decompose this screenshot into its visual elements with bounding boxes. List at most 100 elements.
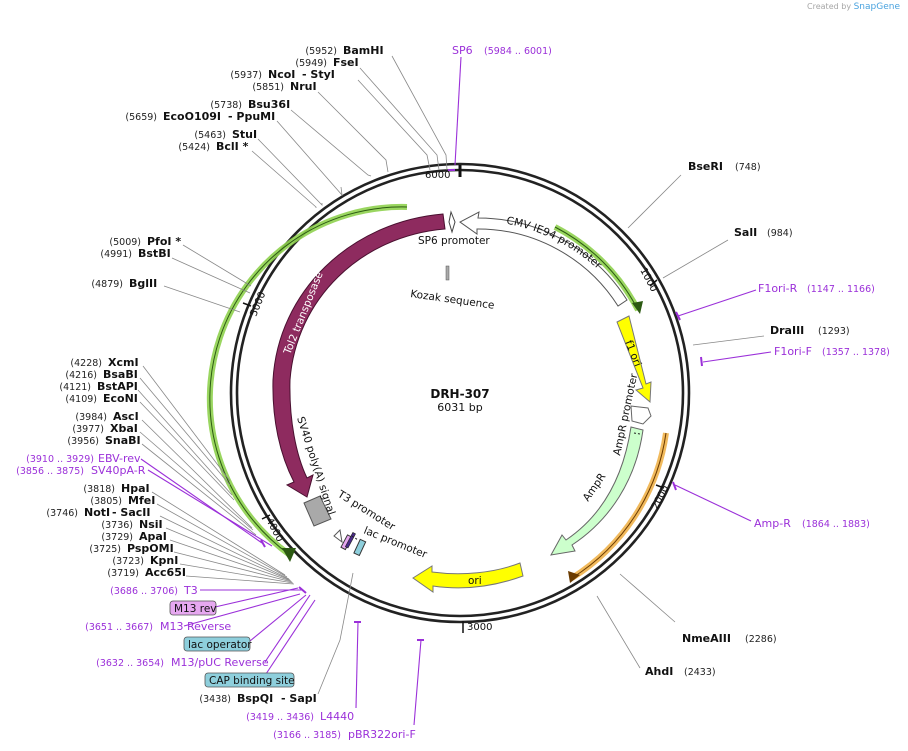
enzyme-pos: (4879) — [91, 279, 123, 290]
enzyme-leaders-left — [137, 244, 354, 695]
f1-ori-label: f1 ori — [622, 339, 643, 369]
enzyme-name: BsaBI — [103, 368, 138, 381]
enzyme-name: NotI — [84, 506, 110, 519]
enzyme-pos: (3984) — [75, 412, 107, 423]
enzyme-pos: (984) — [767, 228, 793, 239]
enzyme-pos: (4991) — [100, 249, 132, 260]
boxed-tags: M13 rev lac operator CAP binding site — [169, 600, 295, 688]
tol2-label: Tol2 transposase — [281, 270, 325, 357]
enzyme-pos: (2286) — [745, 634, 777, 645]
primer-name: F1ori-R — [758, 282, 798, 295]
enzyme-pos: (3736) — [101, 520, 133, 531]
enzyme-pos: (5937) — [230, 70, 262, 81]
primer-name: EBV-rev — [98, 452, 141, 465]
enzyme-pos: (5463) — [194, 130, 226, 141]
enzyme-name: BseRI — [688, 160, 723, 173]
enzyme-name: BamHI — [343, 44, 384, 57]
sv40-box — [303, 495, 332, 527]
primer-name: SV40pA-R — [91, 464, 146, 477]
enzyme-name-extra: - SacII — [112, 506, 150, 519]
enzyme-name: BclI * — [216, 140, 249, 153]
tick-3000: 3000 — [467, 622, 492, 633]
enzyme-leaders-right — [596, 174, 765, 669]
primer-name: M13 Reverse — [160, 620, 231, 633]
cap-site-tag: CAP binding site — [209, 675, 295, 687]
primer-range: (3419 .. 3436) — [246, 712, 314, 723]
enzyme-pos: (3977) — [72, 424, 104, 435]
enzyme-name: PspOMI — [127, 542, 174, 555]
enzyme-pos: (4109) — [65, 394, 97, 405]
primer-range: (3166 .. 3185) — [273, 730, 341, 741]
cmv-promoter-arrow — [459, 211, 628, 307]
enzyme-pos: (3805) — [90, 496, 122, 507]
orange-arc-line — [571, 432, 667, 579]
enzyme-name: DraIII — [770, 324, 804, 337]
enzyme-name: XcmI — [108, 356, 139, 369]
enzyme-name: NruI — [290, 80, 317, 93]
enzyme-name: HpaI — [121, 482, 150, 495]
enzyme-pos: (3956) — [67, 436, 99, 447]
kozak-label: Kozak sequence — [410, 288, 496, 312]
enzyme-name: ApaI — [139, 530, 167, 543]
enzyme-pos: (3719) — [107, 568, 139, 579]
enzyme-name: AhdI — [645, 665, 673, 678]
primer-range: (1147 .. 1166) — [807, 284, 875, 295]
primer-name: L4440 — [320, 710, 354, 723]
lac-operator-tag-box — [183, 636, 251, 652]
primer-name: F1ori-F — [774, 345, 812, 358]
enzyme-pos: (748) — [735, 162, 761, 173]
m13-rev-tag: M13 rev — [174, 603, 217, 615]
primer-range: (3910 .. 3929) — [26, 454, 94, 465]
enzyme-name: XbaI — [110, 422, 138, 435]
primer-range: (3632 .. 3654) — [96, 658, 164, 669]
enzyme-pos: (3729) — [101, 532, 133, 543]
enzyme-name: BspQI — [237, 692, 273, 705]
enzyme-name: BstBI — [138, 247, 171, 260]
enzyme-name: Bsu36I — [248, 98, 290, 111]
f1-ori-arrow — [616, 315, 652, 404]
enzyme-name: SalI — [734, 226, 757, 239]
enzyme-pos: (3818) — [83, 484, 115, 495]
enzyme-name: AscI — [113, 410, 139, 423]
lac-operator-box — [353, 538, 367, 557]
primer-name: pBR322ori-F — [348, 728, 416, 741]
enzyme-name: Acc65I — [145, 566, 186, 579]
plasmid-length: 6031 bp — [437, 401, 482, 414]
enzyme-name: NcoI — [268, 68, 295, 81]
enzyme-pos: (5952) — [305, 46, 337, 57]
enzyme-pos: (5424) — [178, 142, 210, 153]
enzyme-labels-right: BseRI (748) SalI (984) DraIII (1293) Nme… — [645, 160, 850, 678]
enzyme-name-extra: - SapI — [281, 692, 317, 705]
lac-dash — [351, 535, 359, 541]
credit-prefix: Created by — [807, 2, 852, 11]
enzyme-name: PfoI * — [147, 235, 181, 248]
enzyme-pos: (3746) — [46, 508, 78, 519]
primer-labels: SP6 (5984 .. 6001) F1ori-R (1147 .. 1166… — [16, 44, 890, 741]
tick-1000: 1000 — [637, 266, 659, 294]
enzyme-labels-top: (5952) BamHI (5949) FseI (5937) NcoI - S… — [125, 44, 383, 153]
enzyme-name: KpnI — [150, 554, 178, 567]
ampr-arrow — [550, 426, 644, 556]
tick-5000: 5000 — [249, 290, 269, 318]
enzyme-name: SnaBI — [105, 434, 141, 447]
kozak-mark — [445, 265, 450, 281]
primer-name: M13/pUC Reverse — [171, 656, 269, 669]
enzyme-pos: (4228) — [70, 358, 102, 369]
enzyme-name: EcoNI — [103, 392, 138, 405]
enzyme-pos: (5851) — [252, 82, 284, 93]
green-arc-left-arrow — [282, 548, 296, 562]
enzyme-leaders-top — [251, 55, 448, 208]
ampr-label: AmpR — [581, 471, 609, 504]
primer-range: (3686 .. 3706) — [110, 586, 178, 597]
enzyme-name: NsiI — [139, 518, 163, 531]
enzyme-name-extra: - StyI — [302, 68, 335, 81]
ori-label: ori — [468, 575, 482, 587]
enzyme-name: MfeI — [128, 494, 155, 507]
tick-marks — [242, 165, 665, 633]
enzyme-pos: (3725) — [89, 544, 121, 555]
primer-range: (5984 .. 6001) — [484, 46, 552, 57]
enzyme-name: StuI — [232, 128, 257, 141]
enzyme-name: BglII — [129, 277, 157, 290]
enzyme-pos: (4121) — [59, 382, 91, 393]
enzyme-pos: (5009) — [109, 237, 141, 248]
